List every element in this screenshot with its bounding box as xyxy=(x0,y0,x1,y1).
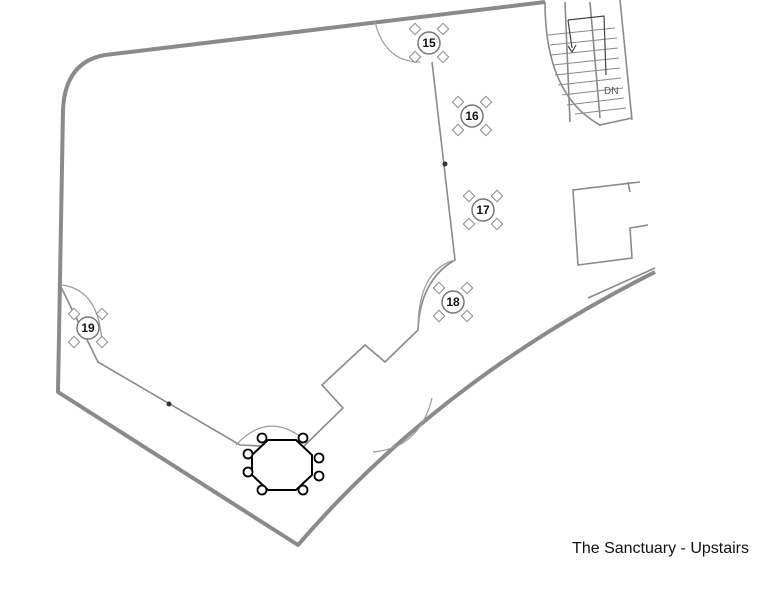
door-arc xyxy=(235,425,306,446)
side-room xyxy=(572,181,649,266)
octagon-table[interactable] xyxy=(242,432,325,496)
side-room-divider xyxy=(627,181,631,193)
partition-wall xyxy=(59,61,456,449)
door-arc xyxy=(417,259,456,331)
outer-wall xyxy=(56,0,656,547)
table-number: 18 xyxy=(446,295,460,309)
table-number: 19 xyxy=(81,321,95,335)
table-15[interactable]: 15 xyxy=(408,22,450,64)
door-arc xyxy=(372,397,433,453)
pillar-marker xyxy=(442,161,448,167)
table-number: 17 xyxy=(476,203,490,217)
stairs-label: DN xyxy=(604,86,618,97)
pillar-marker xyxy=(166,401,172,407)
table-number: 15 xyxy=(422,36,436,50)
table-number: 16 xyxy=(465,109,479,123)
staircase: DN xyxy=(544,1,633,126)
table-16[interactable]: 16 xyxy=(451,95,493,137)
table-19[interactable]: 19 xyxy=(67,307,109,349)
table-18[interactable]: 18 xyxy=(432,281,474,323)
door-arc xyxy=(61,284,103,346)
table-17[interactable]: 17 xyxy=(462,189,504,231)
right-wall xyxy=(619,0,633,121)
side-room-wall xyxy=(587,267,656,299)
plan-caption: The Sanctuary - Upstairs xyxy=(572,540,749,557)
